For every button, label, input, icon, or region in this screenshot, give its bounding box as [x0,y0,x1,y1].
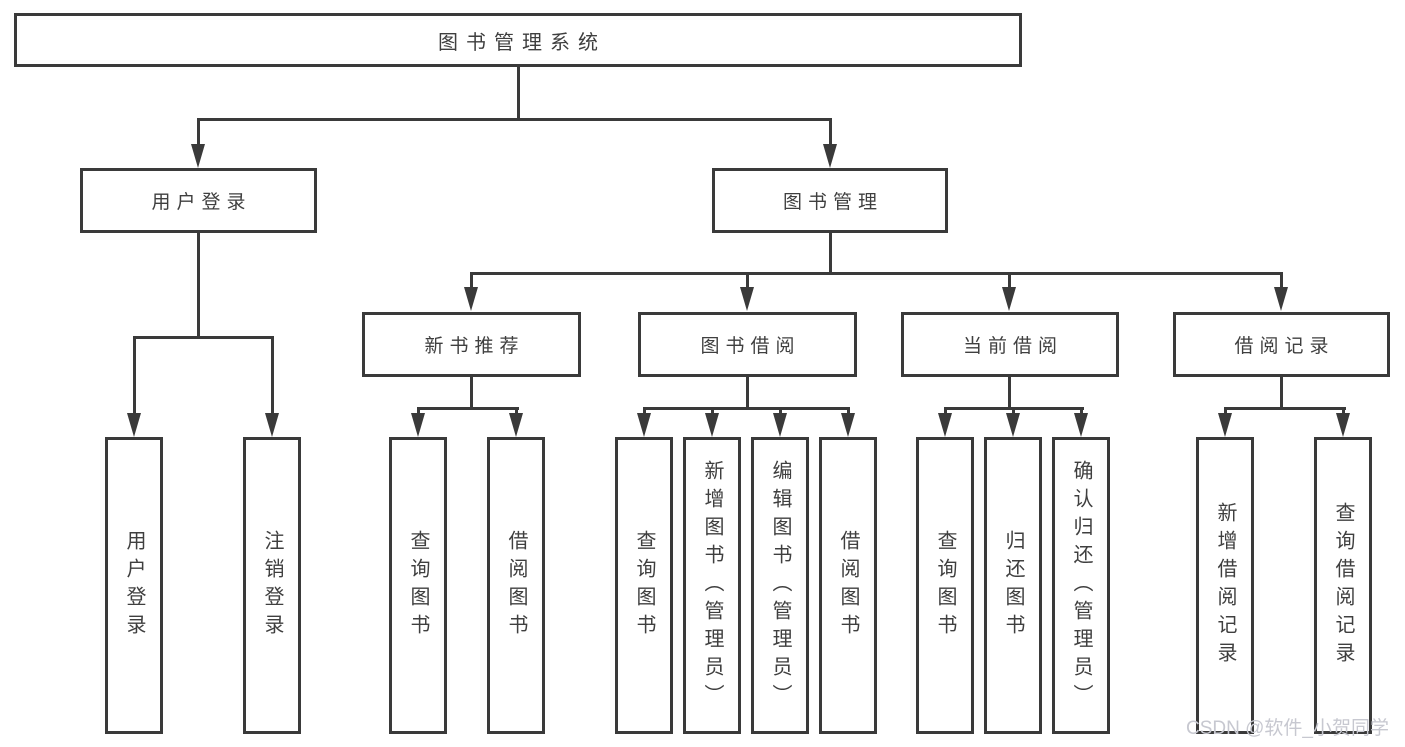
leaf-query-borrow-record-label: 查询借阅记录 [1332,501,1354,670]
watermark: CSDN @软件_小贺同学 [1186,718,1389,739]
node-user-login-label: 用户登录 [151,192,252,213]
leaf-query-book-3-label: 查询图书 [934,529,956,642]
arrow-down-icon [637,413,651,437]
connector-line [944,407,947,413]
leaf-add-borrow-record-label: 新增借阅记录 [1214,501,1236,670]
connector-line [197,118,832,121]
node-borrow-records-label: 借阅记录 [1234,336,1335,357]
leaf-query-borrow-record: 查询借阅记录 [1314,437,1372,734]
arrow-down-icon [1274,287,1288,311]
connector-line [515,407,518,413]
connector-line [417,407,420,413]
node-book-management-label: 图书管理 [782,192,883,213]
connector-line [829,118,832,146]
connector-line [779,407,782,413]
arrow-down-icon [823,144,837,168]
connector-line [1008,377,1011,407]
arrow-down-icon [509,413,523,437]
leaf-logout: 注销登录 [243,437,301,734]
connector-line [1080,407,1083,413]
leaf-borrow-book-2-label: 借阅图书 [837,529,859,642]
node-new-book-recommend: 新书推荐 [362,312,581,377]
leaf-return-book-label: 归还图书 [1002,529,1024,642]
leaf-query-book-1-label: 查询图书 [407,529,429,642]
arrow-down-icon [740,287,754,311]
connector-line [711,407,714,413]
connector-line [1342,407,1345,413]
node-book-borrow-label: 图书借阅 [700,336,801,357]
node-book-borrow: 图书借阅 [638,312,857,377]
node-current-borrow: 当前借阅 [901,312,1119,377]
connector-line [643,407,849,410]
leaf-add-book-admin: 新增图书（管理员） [683,437,741,734]
leaf-query-book-1: 查询图书 [389,437,447,734]
connector-line [847,407,850,413]
connector-line [1224,407,1227,413]
connector-line [1008,272,1011,287]
leaf-user-login: 用户登录 [105,437,163,734]
arrow-down-icon [1074,413,1088,437]
arrow-down-icon [1002,287,1016,311]
connector-line [271,336,274,413]
leaf-add-borrow-record: 新增借阅记录 [1196,437,1254,734]
connector-line [133,336,274,339]
connector-line [470,272,473,287]
leaf-user-login-label: 用户登录 [123,529,145,642]
leaf-add-book-admin-label: 新增图书（管理员） [701,459,723,712]
arrow-down-icon [841,413,855,437]
connector-line [197,118,200,146]
arrow-down-icon [265,413,279,437]
leaf-query-book-2: 查询图书 [615,437,673,734]
node-root: 图书管理系统 [14,13,1022,67]
leaf-edit-book-admin: 编辑图书（管理员） [751,437,809,734]
connector-line [1012,407,1015,413]
connector-line [470,377,473,407]
node-book-management: 图书管理 [712,168,948,233]
connector-line [197,233,200,336]
leaf-borrow-book-1: 借阅图书 [487,437,545,734]
connector-line [470,272,1283,275]
leaf-return-book: 归还图书 [984,437,1042,734]
leaf-confirm-return-admin: 确认归还（管理员） [1052,437,1110,734]
node-user-login: 用户登录 [80,168,317,233]
connector-line [829,233,832,272]
arrow-down-icon [1218,413,1232,437]
connector-line [417,407,519,410]
connector-line [643,407,646,413]
connector-line [746,377,749,407]
arrow-down-icon [1336,413,1350,437]
arrow-down-icon [705,413,719,437]
leaf-confirm-return-admin-label: 确认归还（管理员） [1070,459,1092,712]
leaf-edit-book-admin-label: 编辑图书（管理员） [769,459,791,712]
arrow-down-icon [938,413,952,437]
arrow-down-icon [411,413,425,437]
leaf-logout-label: 注销登录 [261,529,283,642]
arrow-down-icon [127,413,141,437]
leaf-query-book-2-label: 查询图书 [633,529,655,642]
connector-line [1280,272,1283,287]
arrow-down-icon [191,144,205,168]
node-borrow-records: 借阅记录 [1173,312,1390,377]
connector-line [1280,377,1283,407]
arrow-down-icon [464,287,478,311]
node-current-borrow-label: 当前借阅 [962,336,1063,357]
leaf-query-book-3: 查询图书 [916,437,974,734]
connector-line [1224,407,1346,410]
arrow-down-icon [773,413,787,437]
node-new-book-recommend-label: 新书推荐 [424,336,525,357]
connector-line [517,67,520,118]
connector-line [746,272,749,287]
leaf-borrow-book-2: 借阅图书 [819,437,877,734]
connector-line [133,336,136,413]
leaf-borrow-book-1-label: 借阅图书 [505,529,527,642]
node-root-label: 图书管理系统 [438,31,606,54]
arrow-down-icon [1006,413,1020,437]
